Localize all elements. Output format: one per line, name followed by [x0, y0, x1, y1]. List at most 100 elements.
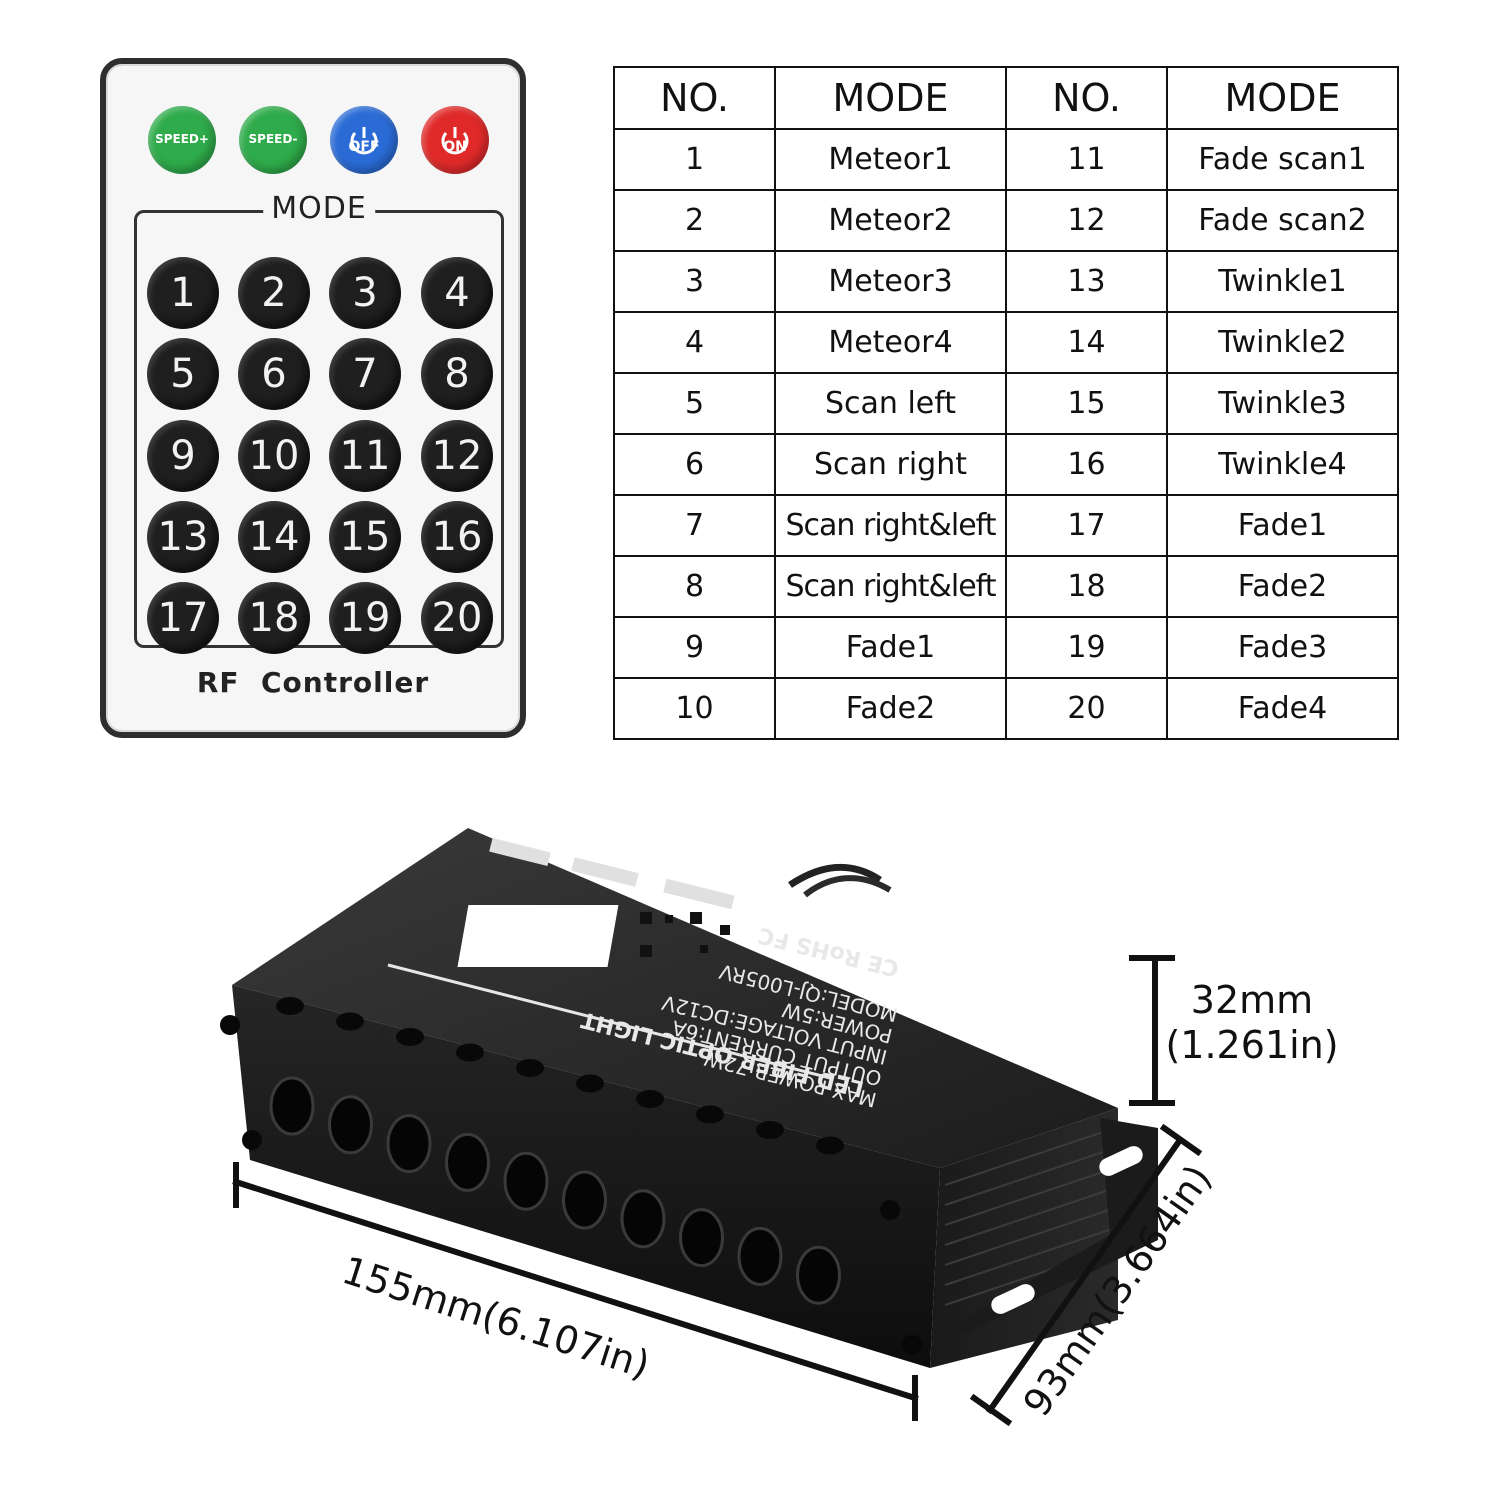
table-cell-no: 15	[1005, 372, 1168, 435]
table-cell-no: 4	[613, 311, 776, 374]
table-cell-no: 2	[613, 189, 776, 252]
fiber-port	[679, 1208, 724, 1268]
table-cell-no: 20	[1005, 677, 1168, 740]
table-header-mode: MODE	[1166, 66, 1399, 130]
table-cell-no: 19	[1005, 616, 1168, 679]
screw-hole	[220, 1015, 240, 1035]
screw-hole	[336, 1012, 364, 1031]
table-cell-mode: Twinkle2	[1166, 311, 1399, 374]
device-top-face	[232, 828, 1118, 1168]
table-cell-mode: Meteor1	[774, 128, 1007, 191]
on-label: ON	[443, 139, 467, 155]
table-cell-mode: Twinkle1	[1166, 250, 1399, 313]
screw-hole	[902, 1335, 922, 1355]
mode-number-button[interactable]: 5	[147, 338, 219, 410]
table-header-no: NO.	[1005, 66, 1168, 130]
on-button[interactable]: ON	[421, 106, 489, 174]
screw-hole	[456, 1043, 484, 1062]
table-cell-no: 18	[1005, 555, 1168, 618]
table-cell-mode: Fade scan1	[1166, 128, 1399, 191]
remote-label: RF Controller	[196, 666, 430, 699]
mode-number-button[interactable]: 13	[147, 501, 219, 573]
table-cell-no: 7	[613, 494, 776, 557]
screw-hole	[242, 1130, 262, 1150]
flange-slot	[991, 1284, 1035, 1314]
table-cell-no: 9	[613, 616, 776, 679]
table-cell-mode: Meteor3	[774, 250, 1007, 313]
table-cell-mode: Fade scan2	[1166, 189, 1399, 252]
mode-number-button[interactable]: 4	[421, 257, 493, 329]
screw-hole	[880, 1200, 900, 1220]
power-icon	[441, 127, 469, 155]
table-cell-no: 17	[1005, 494, 1168, 557]
fiber-port	[620, 1189, 666, 1249]
mode-number-button[interactable]: 8	[421, 338, 493, 410]
screw-hole	[756, 1121, 784, 1139]
mode-number-button[interactable]: 1	[147, 257, 219, 329]
fiber-port	[386, 1114, 432, 1174]
table-cell-mode: Scan left	[774, 372, 1007, 435]
mode-number-button[interactable]: 9	[147, 420, 219, 492]
table-header-mode: MODE	[774, 66, 1007, 130]
mode-number-button[interactable]: 20	[421, 582, 493, 654]
mode-number-button[interactable]: 14	[238, 501, 310, 573]
fiber-port	[503, 1151, 549, 1211]
mode-number-button[interactable]: 6	[238, 338, 310, 410]
table-cell-mode: Meteor2	[774, 189, 1007, 252]
fiber-port	[269, 1076, 315, 1136]
mode-number-button[interactable]: 19	[329, 582, 401, 654]
off-button[interactable]: OFF	[330, 106, 398, 174]
mode-number-button[interactable]: 2	[238, 257, 310, 329]
table-cell-no: 13	[1005, 250, 1168, 313]
table-cell-mode: Fade1	[1166, 494, 1399, 557]
table-cell-mode: Scan right	[774, 433, 1007, 496]
label-divider	[387, 963, 831, 1080]
off-label: OFF	[348, 139, 380, 155]
table-cell-no: 16	[1005, 433, 1168, 496]
mode-number-button[interactable]: 3	[329, 257, 401, 329]
mode-number-button[interactable]: 11	[329, 420, 401, 492]
table-cell-no: 12	[1005, 189, 1168, 252]
table-cell-no: 10	[613, 677, 776, 740]
screw-hole	[696, 1105, 724, 1124]
fiber-port	[562, 1170, 607, 1230]
table-cell-mode: Fade3	[1166, 616, 1399, 679]
mode-number-button[interactable]: 15	[329, 501, 401, 573]
width-dimension-line	[985, 1135, 1185, 1415]
fiber-port	[328, 1095, 373, 1155]
table-cell-no: 5	[613, 372, 776, 435]
screw-hole	[276, 997, 304, 1015]
mode-number-button[interactable]: 12	[421, 420, 493, 492]
mode-number-button[interactable]: 10	[238, 420, 310, 492]
mode-number-button[interactable]: 17	[147, 582, 219, 654]
speed-up-label: SPEED+	[155, 132, 209, 146]
table-cell-mode: Twinkle3	[1166, 372, 1399, 435]
table-cell-no: 3	[613, 250, 776, 313]
table-cell-no: 8	[613, 555, 776, 618]
screw-hole	[816, 1136, 844, 1155]
speed-down-button[interactable]: SPEED-	[239, 106, 307, 174]
screw-hole	[636, 1090, 664, 1108]
mode-title: MODE	[263, 191, 375, 226]
height-in-label: (1.261in)	[1165, 1023, 1338, 1067]
speed-up-button[interactable]: SPEED+	[148, 106, 216, 174]
qr-code	[457, 905, 619, 967]
table-header-row: NO. MODE NO. MODE	[613, 66, 1399, 130]
mode-number-button[interactable]: 16	[421, 501, 493, 573]
table-cell-mode: Twinkle4	[1166, 433, 1399, 496]
table-cell-mode: Fade2	[1166, 555, 1399, 618]
table-header-no: NO.	[613, 66, 776, 130]
speed-down-label: SPEED-	[248, 132, 298, 146]
mode-number-button[interactable]: 7	[329, 338, 401, 410]
mode-number-button[interactable]: 18	[238, 582, 310, 654]
